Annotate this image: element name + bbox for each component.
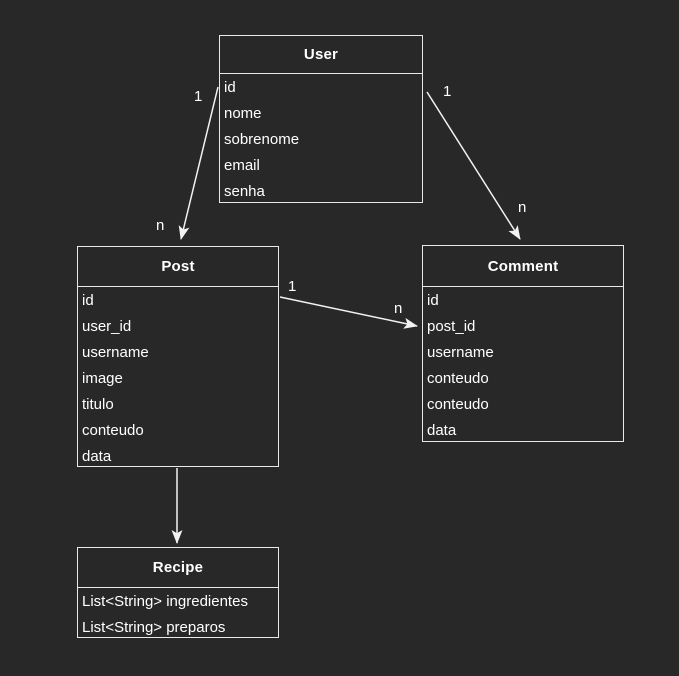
cardinality-label-post-comment-1: 1 (288, 278, 297, 295)
cardinality-label-user-comment-1: 1 (443, 83, 452, 100)
edge-user-comment (426, 91, 521, 240)
entity-field: List<String> ingredientes (82, 593, 248, 610)
entity-comment[interactable]: Comment id post_id username conteudo con… (422, 245, 624, 442)
entity-user[interactable]: User id nome sobrenome email senha (219, 35, 423, 203)
entity-recipe-header: Recipe (78, 548, 278, 588)
entity-comment-header: Comment (423, 246, 623, 287)
entity-user-title: User (303, 46, 339, 63)
entity-user-fields: id nome sobrenome email senha (220, 74, 422, 205)
entity-field: image (82, 370, 123, 387)
entity-field: id (224, 79, 236, 96)
entity-field: post_id (427, 318, 476, 335)
entity-comment-title: Comment (487, 257, 559, 275)
entity-field: conteudo (427, 396, 489, 413)
entity-field: senha (224, 183, 265, 200)
entity-field: sobrenome (224, 131, 300, 148)
entity-user-header: User (220, 36, 422, 74)
entity-field: data (82, 448, 112, 465)
cardinality-label-user-post-1: 1 (194, 88, 203, 105)
entity-field: username (427, 344, 494, 361)
edge-user-post (178, 86, 219, 240)
entity-comment-fields: id post_id username conteudo conteudo da… (423, 287, 623, 444)
entity-field: nome (224, 105, 262, 122)
cardinality-label-user-comment-n: n (518, 199, 527, 216)
entity-field: conteudo (82, 422, 144, 439)
entity-field: List<String> preparos (82, 619, 226, 636)
entity-field: conteudo (427, 370, 489, 387)
entity-recipe[interactable]: Recipe List<String> ingredientes List<St… (77, 547, 279, 638)
entity-field: titulo (82, 396, 114, 413)
entity-field: id (82, 292, 94, 309)
entity-recipe-title: Recipe (152, 559, 204, 576)
cardinality-label-post-comment-n: n (394, 300, 403, 317)
cardinality-label-user-post-n: n (156, 217, 165, 234)
entity-field: email (224, 157, 260, 174)
entity-post-title: Post (161, 258, 195, 275)
entity-post-fields: id user_id username image titulo conteud… (78, 287, 278, 470)
entity-post[interactable]: Post id user_id username image titulo co… (77, 246, 279, 467)
entity-field: user_id (82, 318, 132, 335)
entity-field: username (82, 344, 149, 361)
entity-post-header: Post (78, 247, 278, 287)
entity-field: data (427, 422, 457, 439)
entity-recipe-fields: List<String> ingredientes List<String> p… (78, 588, 278, 641)
entity-field: id (427, 292, 439, 309)
